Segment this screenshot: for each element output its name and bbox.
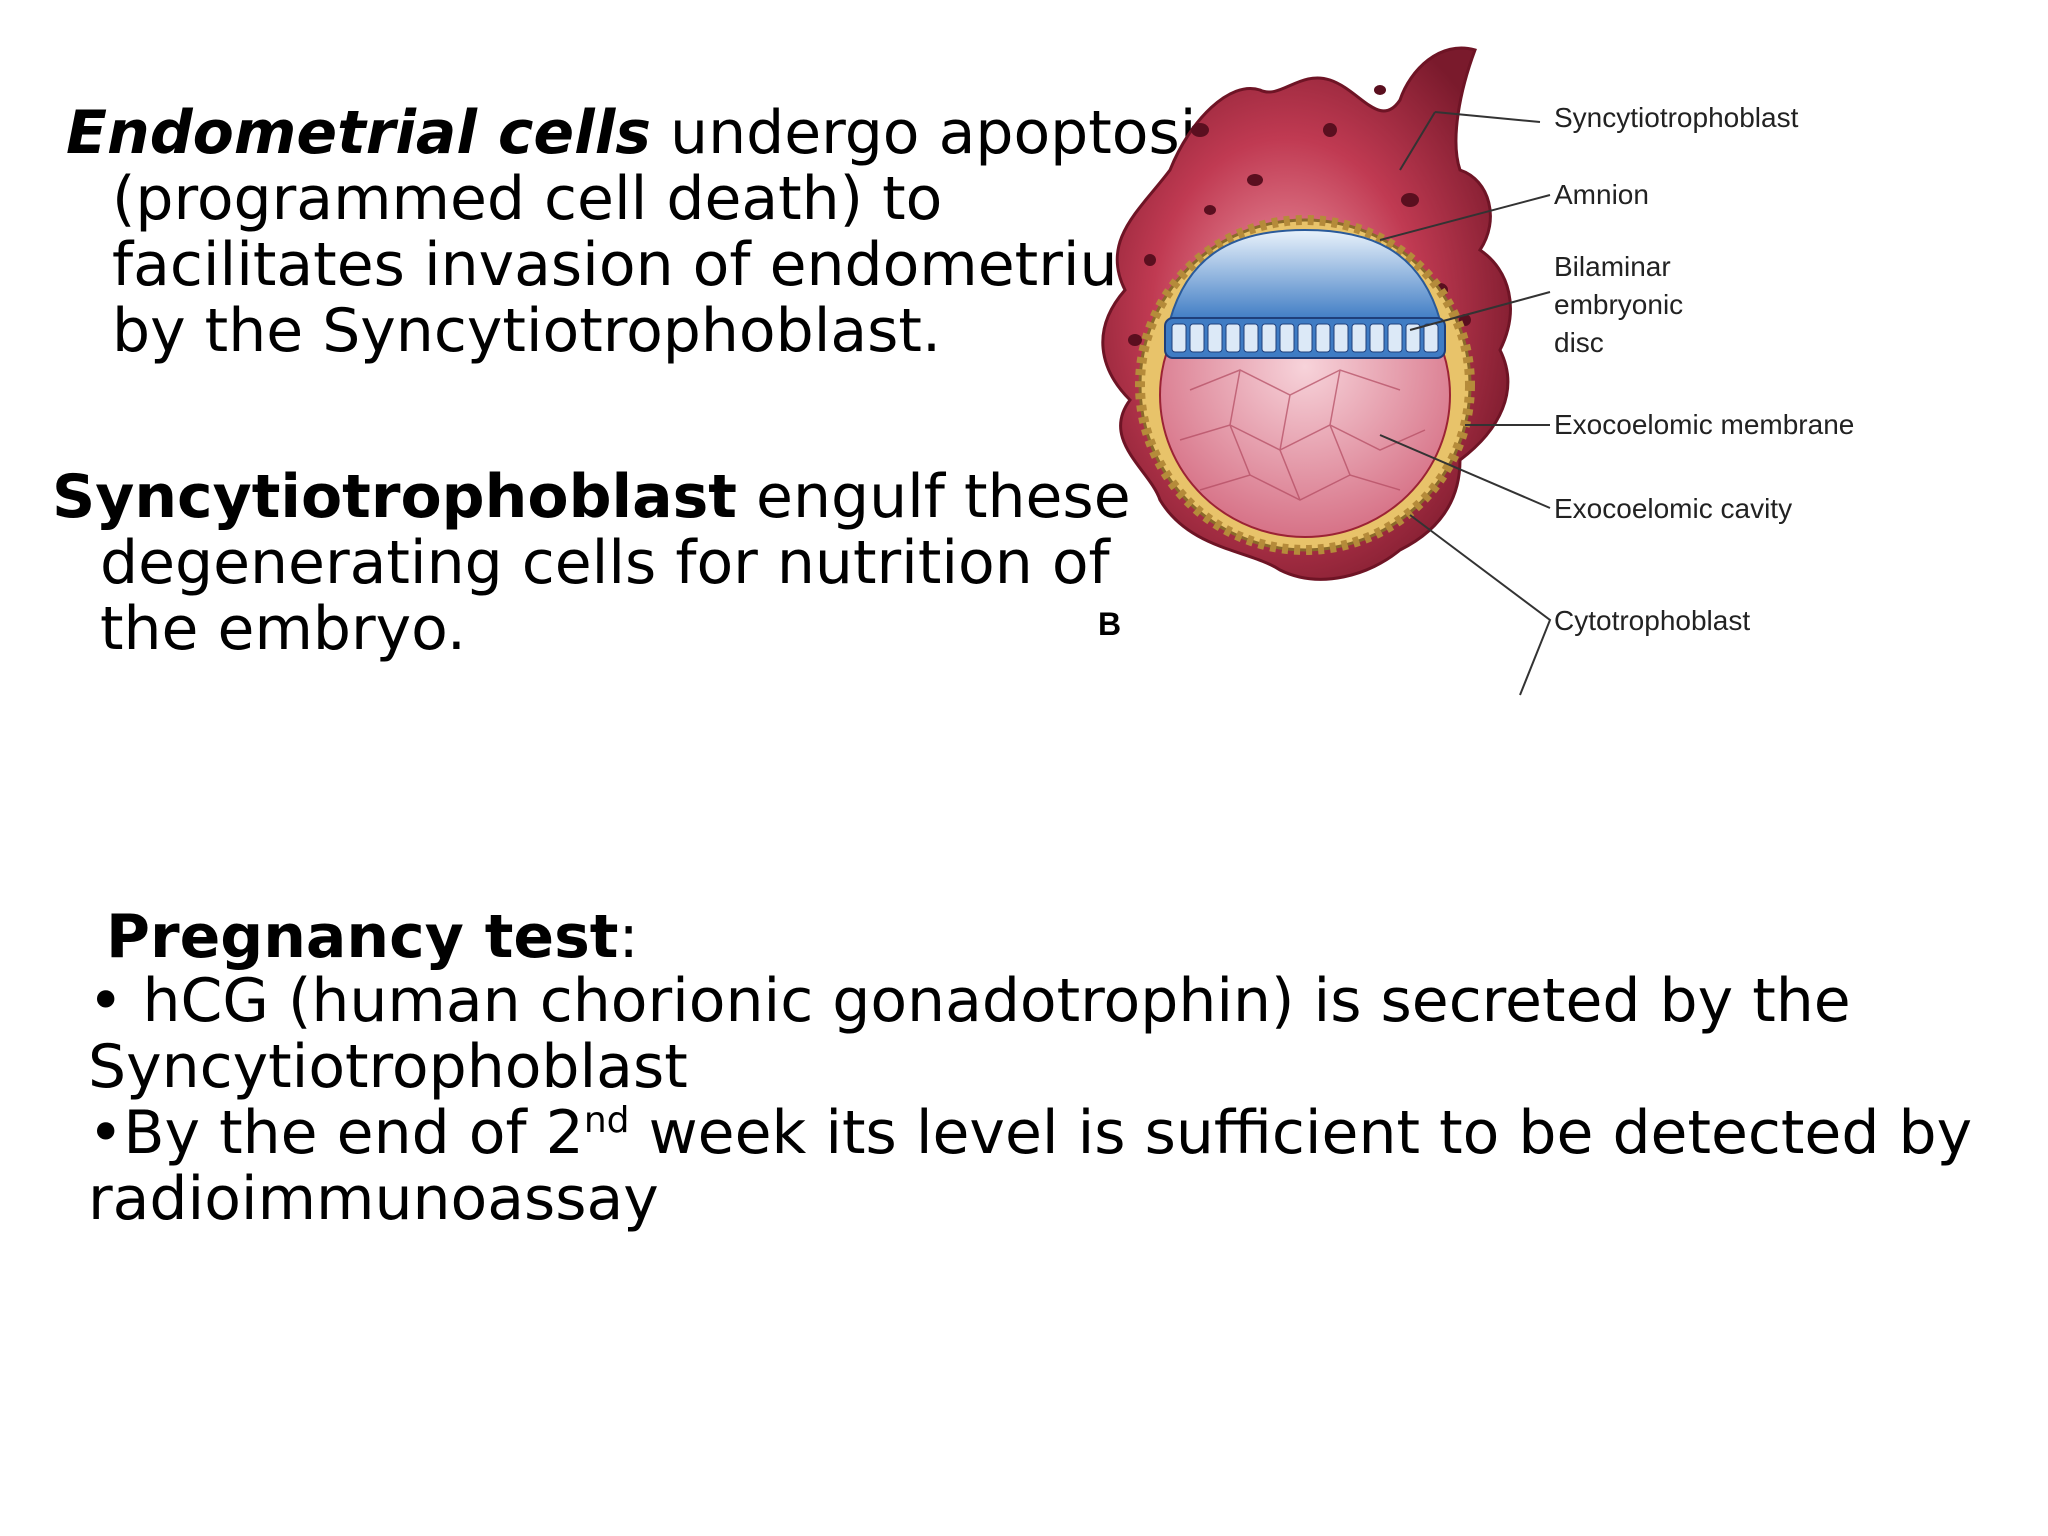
label-bilaminar-2: embryonic xyxy=(1554,289,1683,320)
disc-cells xyxy=(1171,323,1439,353)
pregnancy-test-list: • hCG (human chorionic gonadotrophin) is… xyxy=(88,968,1972,1232)
p1-line2: (programmed cell death) to xyxy=(112,164,943,234)
bullet1-line1: • hCG (human chorionic gonadotrophin) is… xyxy=(88,966,1851,1036)
p2-line1-rest: engulf these xyxy=(736,462,1131,532)
bullet1-line2: Syncytiotrophoblast xyxy=(88,1032,688,1102)
p1-line3: facilitates invasion of endometrium xyxy=(112,230,1177,300)
amniotic-cavity-shape xyxy=(1168,228,1442,321)
figure-letter: B xyxy=(1098,606,1122,642)
p2-line1: Syncytiotrophoblast engulf these xyxy=(52,464,1131,530)
label-cytotrophoblast: Cytotrophoblast xyxy=(1554,605,1750,636)
leader-lines xyxy=(1379,111,1552,696)
embryo-diagram: Syncytiotrophoblast Amnion Bilaminar emb… xyxy=(1101,46,1854,696)
bullet2-line2: radioimmunoassay xyxy=(88,1164,659,1234)
syncytio-paragraph: Syncytiotrophoblast engulf these degener… xyxy=(52,464,1131,662)
label-syncytiotrophoblast: Syncytiotrophoblast xyxy=(1554,102,1799,133)
pregnancy-test-title: Pregnancy test xyxy=(106,902,619,972)
endometrial-paragraph: Endometrial cells undergo apoptosis (pro… xyxy=(66,100,1228,364)
p2-line2: degenerating cells for nutrition of xyxy=(100,528,1110,598)
p2-line3: the embryo. xyxy=(100,594,466,664)
endometrial-cells-term: Endometrial cells xyxy=(66,98,651,168)
label-bilaminar-1: Bilaminar xyxy=(1554,251,1671,282)
label-amnion: Amnion xyxy=(1554,179,1649,210)
p1-line4: by the Syncytiotrophoblast. xyxy=(112,296,942,366)
pregnancy-test-heading: Pregnancy test: xyxy=(106,904,639,970)
p1-line1: Endometrial cells undergo apoptosis xyxy=(66,100,1228,166)
label-bilaminar-3: disc xyxy=(1554,327,1604,358)
cavity-mesh xyxy=(1179,369,1426,501)
bullet2-superscript: nd xyxy=(583,1100,630,1141)
bullet2-prefix: •By the end of 2 xyxy=(88,1098,584,1168)
p1-line1-rest: undergo apoptosis xyxy=(650,98,1228,168)
bullet2-suffix: week its level is sufficient to be detec… xyxy=(629,1098,1973,1168)
label-exocoelomic-cavity: Exocoelomic cavity xyxy=(1554,493,1792,524)
label-exocoelomic-membrane: Exocoelomic membrane xyxy=(1554,409,1854,440)
pregnancy-test-colon: : xyxy=(618,902,639,972)
syncytiotrophoblast-term: Syncytiotrophoblast xyxy=(52,462,737,532)
bullet2-line1: •By the end of 2nd week its level is suf… xyxy=(88,1100,1972,1166)
